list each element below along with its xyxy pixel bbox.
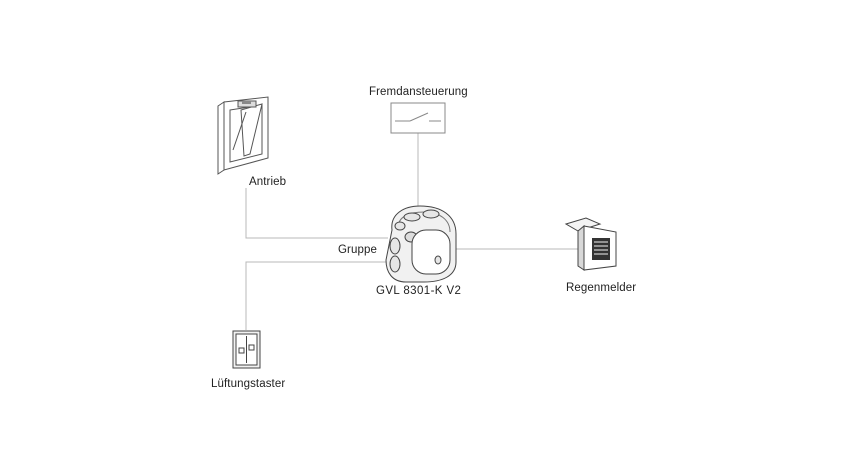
vent-button-label: Lüftungstaster — [211, 378, 286, 390]
rain-sensor-icon — [564, 217, 617, 271]
vent-button-icon — [232, 330, 261, 369]
group-label: Gruppe — [338, 244, 377, 256]
wire-actuator — [245, 188, 388, 239]
actuator-label: Antrieb — [249, 176, 287, 188]
controller-label: GVL 8301-K V2 — [376, 285, 462, 297]
external-control-switch-icon — [390, 102, 446, 134]
external-control-label: Fremdansteuerung — [369, 86, 468, 98]
wires — [245, 133, 578, 330]
rain-sensor-label: Regenmelder — [566, 282, 637, 294]
controller-housing-icon — [385, 205, 457, 283]
window-actuator-icon — [217, 96, 269, 175]
wire-vent-button — [245, 261, 388, 330]
